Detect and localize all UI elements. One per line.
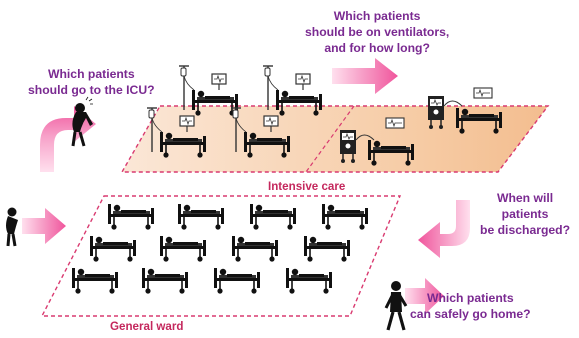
question-line: patients: [501, 207, 549, 221]
question-line: be discharged?: [480, 223, 571, 237]
question-line: Which patients: [333, 9, 421, 23]
general-ward-zone: [40, 195, 402, 317]
to-ventilators-arrow: [332, 58, 398, 94]
question-icu: Which patients should go to the ICU?: [28, 66, 155, 98]
ward-entry-arrow: [22, 208, 66, 244]
sick-person-icon: [6, 207, 18, 247]
question-line: can safely go home?: [410, 307, 531, 321]
ventilated-bed: [427, 87, 503, 135]
go-home-arrow: [405, 278, 444, 314]
walking-person-icon: [384, 281, 408, 331]
question-line: When will: [496, 191, 554, 205]
question-line: Which patients: [47, 67, 135, 81]
ward-zone-label: General ward: [110, 320, 184, 333]
ventilated-bed: [339, 117, 415, 167]
discharge-arrow: [418, 200, 470, 258]
sick-person-icon: [71, 96, 93, 147]
question-discharge: When will patients be discharged?: [480, 190, 570, 238]
question-line: should be on ventilators,: [305, 25, 450, 39]
question-ventilators: Which patients should be on ventilators,…: [305, 8, 449, 56]
icu-zone-label: Intensive care: [268, 180, 346, 193]
question-home: Which patients can safely go home?: [410, 290, 531, 322]
question-line: and for how long?: [324, 41, 430, 55]
question-line: Which patients: [426, 291, 514, 305]
question-line: should go to the ICU?: [28, 83, 155, 97]
